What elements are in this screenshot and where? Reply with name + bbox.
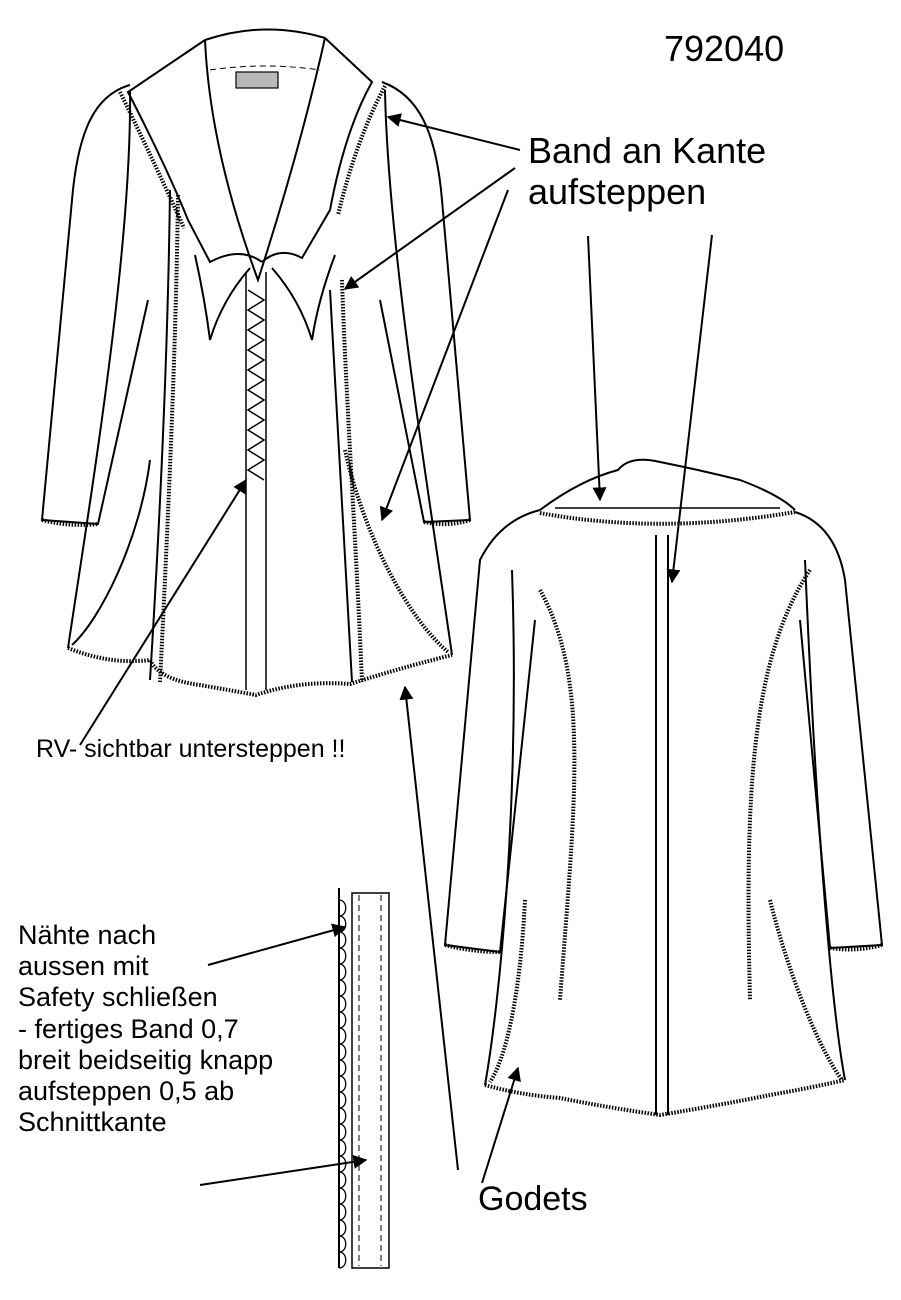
back-right-godet	[768, 899, 844, 1082]
front-right-godet	[343, 449, 450, 654]
front-collar-band-right	[336, 85, 387, 216]
front-neck-stitch	[209, 65, 321, 71]
front-left-lapel	[194, 254, 251, 341]
arrow-godets-back	[481, 1066, 521, 1184]
zipper-annotation: RV- sichtbar untersteppen !!	[36, 735, 346, 763]
arrow-band-to-back-center	[666, 234, 713, 584]
front-left-cuff	[41, 518, 99, 527]
front-right-panel-band	[340, 279, 364, 683]
front-right-cuff	[423, 518, 471, 527]
front-right-sleeve	[379, 81, 472, 524]
back-left-sleeve	[443, 509, 541, 954]
back-right-sleeve	[794, 511, 884, 950]
arrow-band-to-collar	[386, 113, 521, 151]
front-right-lapel	[271, 254, 336, 341]
back-left-princess-seam	[538, 589, 577, 1001]
front-collar-left-outer	[126, 39, 263, 264]
front-neckline	[204, 37, 326, 284]
back-right-cuff	[829, 943, 883, 952]
arrow-seam-overlock	[207, 923, 347, 966]
arrow-band-to-front-panel	[343, 167, 516, 290]
front-collar-outer	[204, 28, 374, 263]
front-left-side-seam	[67, 89, 132, 649]
front-left-godet	[71, 459, 151, 646]
front-left-sleeve	[40, 84, 149, 526]
arrow-band-to-back-collar	[587, 235, 607, 502]
style-number: 792040	[664, 28, 785, 69]
back-left-side-seam	[484, 569, 515, 1086]
back-hem	[484, 1078, 846, 1118]
back-collar	[539, 458, 796, 511]
front-right-panel-seam	[329, 289, 353, 683]
front-zipper-teeth	[246, 289, 266, 481]
band-seam-detail	[338, 888, 390, 1269]
arrow-band-to-godet	[379, 189, 509, 522]
back-left-cuff	[444, 943, 501, 954]
seam-annotation: Nähte nach aussen mit Safety schließen -…	[18, 920, 274, 1138]
band-detail-strip	[351, 892, 390, 1269]
arrow-zipper	[79, 478, 247, 746]
front-view-jacket	[40, 28, 472, 698]
arrow-godets-front	[399, 685, 459, 1171]
front-left-panel-seam	[149, 189, 171, 681]
back-right-princess-seam	[746, 568, 812, 1001]
godets-annotation: Godets	[478, 1180, 588, 1218]
band-annotation: Band an Kante aufsteppen	[528, 130, 767, 213]
arrow-seam-band	[199, 1154, 368, 1186]
front-collar-band-left	[118, 91, 186, 229]
brand-label-patch	[235, 71, 279, 89]
leader-arrows	[79, 113, 713, 1186]
back-view-jacket	[443, 458, 884, 1118]
back-neck-band	[539, 510, 796, 526]
back-left-godet	[488, 899, 527, 1084]
band-detail-overlock	[338, 899, 347, 1269]
back-right-side-seam	[804, 559, 846, 1081]
front-right-side-seam	[384, 89, 453, 656]
front-left-panel-band	[158, 194, 180, 683]
